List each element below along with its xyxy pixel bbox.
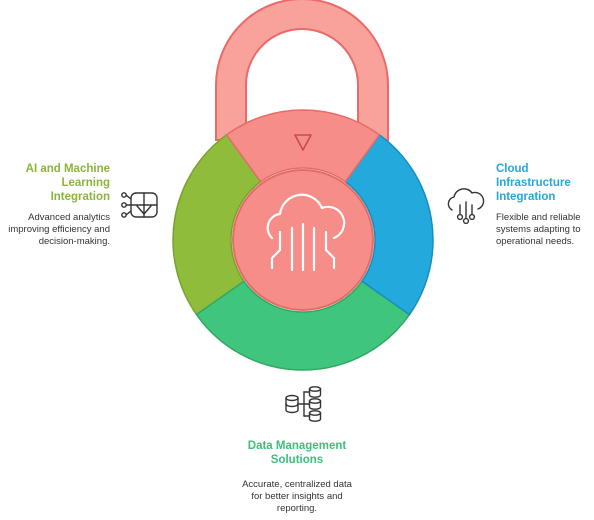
segment-data[interactable] — [195, 280, 411, 371]
database-icon — [285, 386, 322, 422]
segment-top-lock — [225, 109, 381, 183]
ai-ml-description: Advanced analytics improving efficiency … — [8, 212, 110, 247]
cloud-infrastructure-title: Cloud Infrastructure Integration — [496, 163, 571, 203]
triangle-down-icon — [294, 134, 312, 151]
data-management-description: Accurate, centralized data for better in… — [242, 479, 352, 514]
segment-cloud[interactable] — [344, 133, 434, 316]
ai-ml-title: AI and Machine Learning Integration — [25, 163, 110, 203]
padlock-shackle — [215, 0, 389, 141]
cloud-circuit-icon — [266, 193, 346, 272]
segment-ai[interactable] — [172, 133, 262, 316]
ai-chip-icon — [121, 192, 158, 218]
data-management-title: Data Management Solutions — [247, 440, 347, 466]
cloud-infrastructure-description: Flexible and reliable systems adapting t… — [496, 212, 581, 247]
cloud-network-icon — [447, 188, 485, 225]
